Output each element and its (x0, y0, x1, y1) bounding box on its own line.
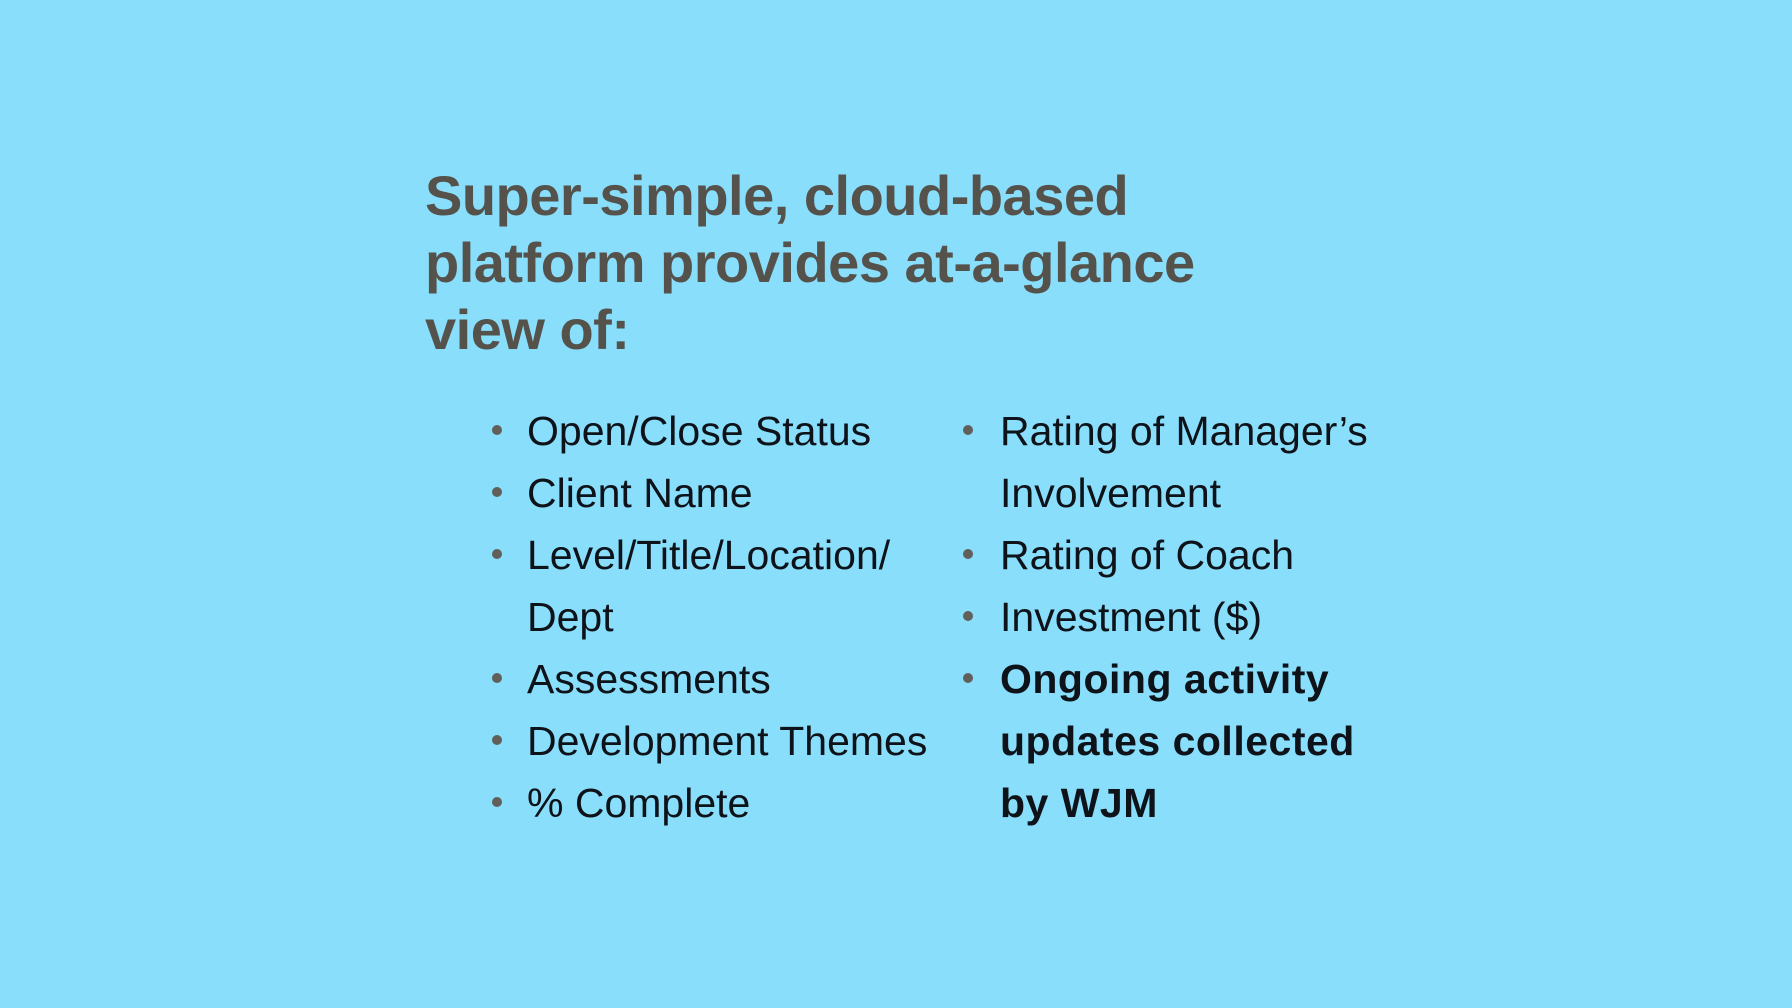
bullet-icon (963, 611, 973, 621)
list-item-level-title-location-dept: Level/Title/Location/ Dept (492, 524, 962, 648)
bullet-icon (963, 549, 973, 559)
list-item-open-close-status: Open/Close Status (492, 400, 962, 462)
list-item-client-name: Client Name (492, 462, 962, 524)
list-item-text: Rating of Manager’s (1000, 408, 1368, 454)
bullet-icon (492, 735, 502, 745)
list-item-text: Level/Title/Location/ (527, 532, 891, 578)
list-item-text: Assessments (527, 656, 771, 702)
list-item-text: Dept (527, 594, 614, 640)
list-item-rating-of-managers-involvement: Rating of Manager’s Involvement (963, 400, 1433, 524)
bullet-icon (492, 673, 502, 683)
list-item-text: Investment ($) (1000, 594, 1263, 640)
list-item-text: Involvement (1000, 470, 1222, 516)
list-item-assessments: Assessments (492, 648, 962, 710)
title-line-1: Super-simple, cloud-based (425, 164, 1129, 227)
list-item-text: Open/Close Status (527, 408, 872, 454)
list-item-text: by WJM (1000, 780, 1158, 826)
list-item-text: Client Name (527, 470, 753, 516)
list-item-text: Development Themes (527, 718, 928, 764)
list-item-text: % Complete (527, 780, 751, 826)
title-line-3: view of: (425, 298, 630, 361)
list-item-percent-complete: % Complete (492, 772, 962, 834)
list-item-rating-of-coach: Rating of Coach (963, 524, 1433, 586)
bullet-icon (963, 425, 973, 435)
bullet-column-left: Open/Close Status Client Name Level/Titl… (492, 400, 962, 834)
bullet-icon (963, 673, 973, 683)
bullet-icon (492, 487, 502, 497)
list-item-investment: Investment ($) (963, 586, 1433, 648)
list-item-text: Ongoing activity (1000, 656, 1330, 702)
title-line-2: platform provides at-a-glance (425, 231, 1195, 294)
bullet-column-right: Rating of Manager’s Involvement Rating o… (963, 400, 1433, 834)
bullet-icon (492, 797, 502, 807)
bullet-icon (492, 549, 502, 559)
list-item-development-themes: Development Themes (492, 710, 962, 772)
list-item-ongoing-activity-updates: Ongoing activity updates collected by WJ… (963, 648, 1433, 834)
slide-title: Super-simple, cloud-based platform provi… (425, 162, 1195, 363)
list-item-text: Rating of Coach (1000, 532, 1295, 578)
list-item-text: updates collected (1000, 718, 1355, 764)
bullet-icon (492, 425, 502, 435)
